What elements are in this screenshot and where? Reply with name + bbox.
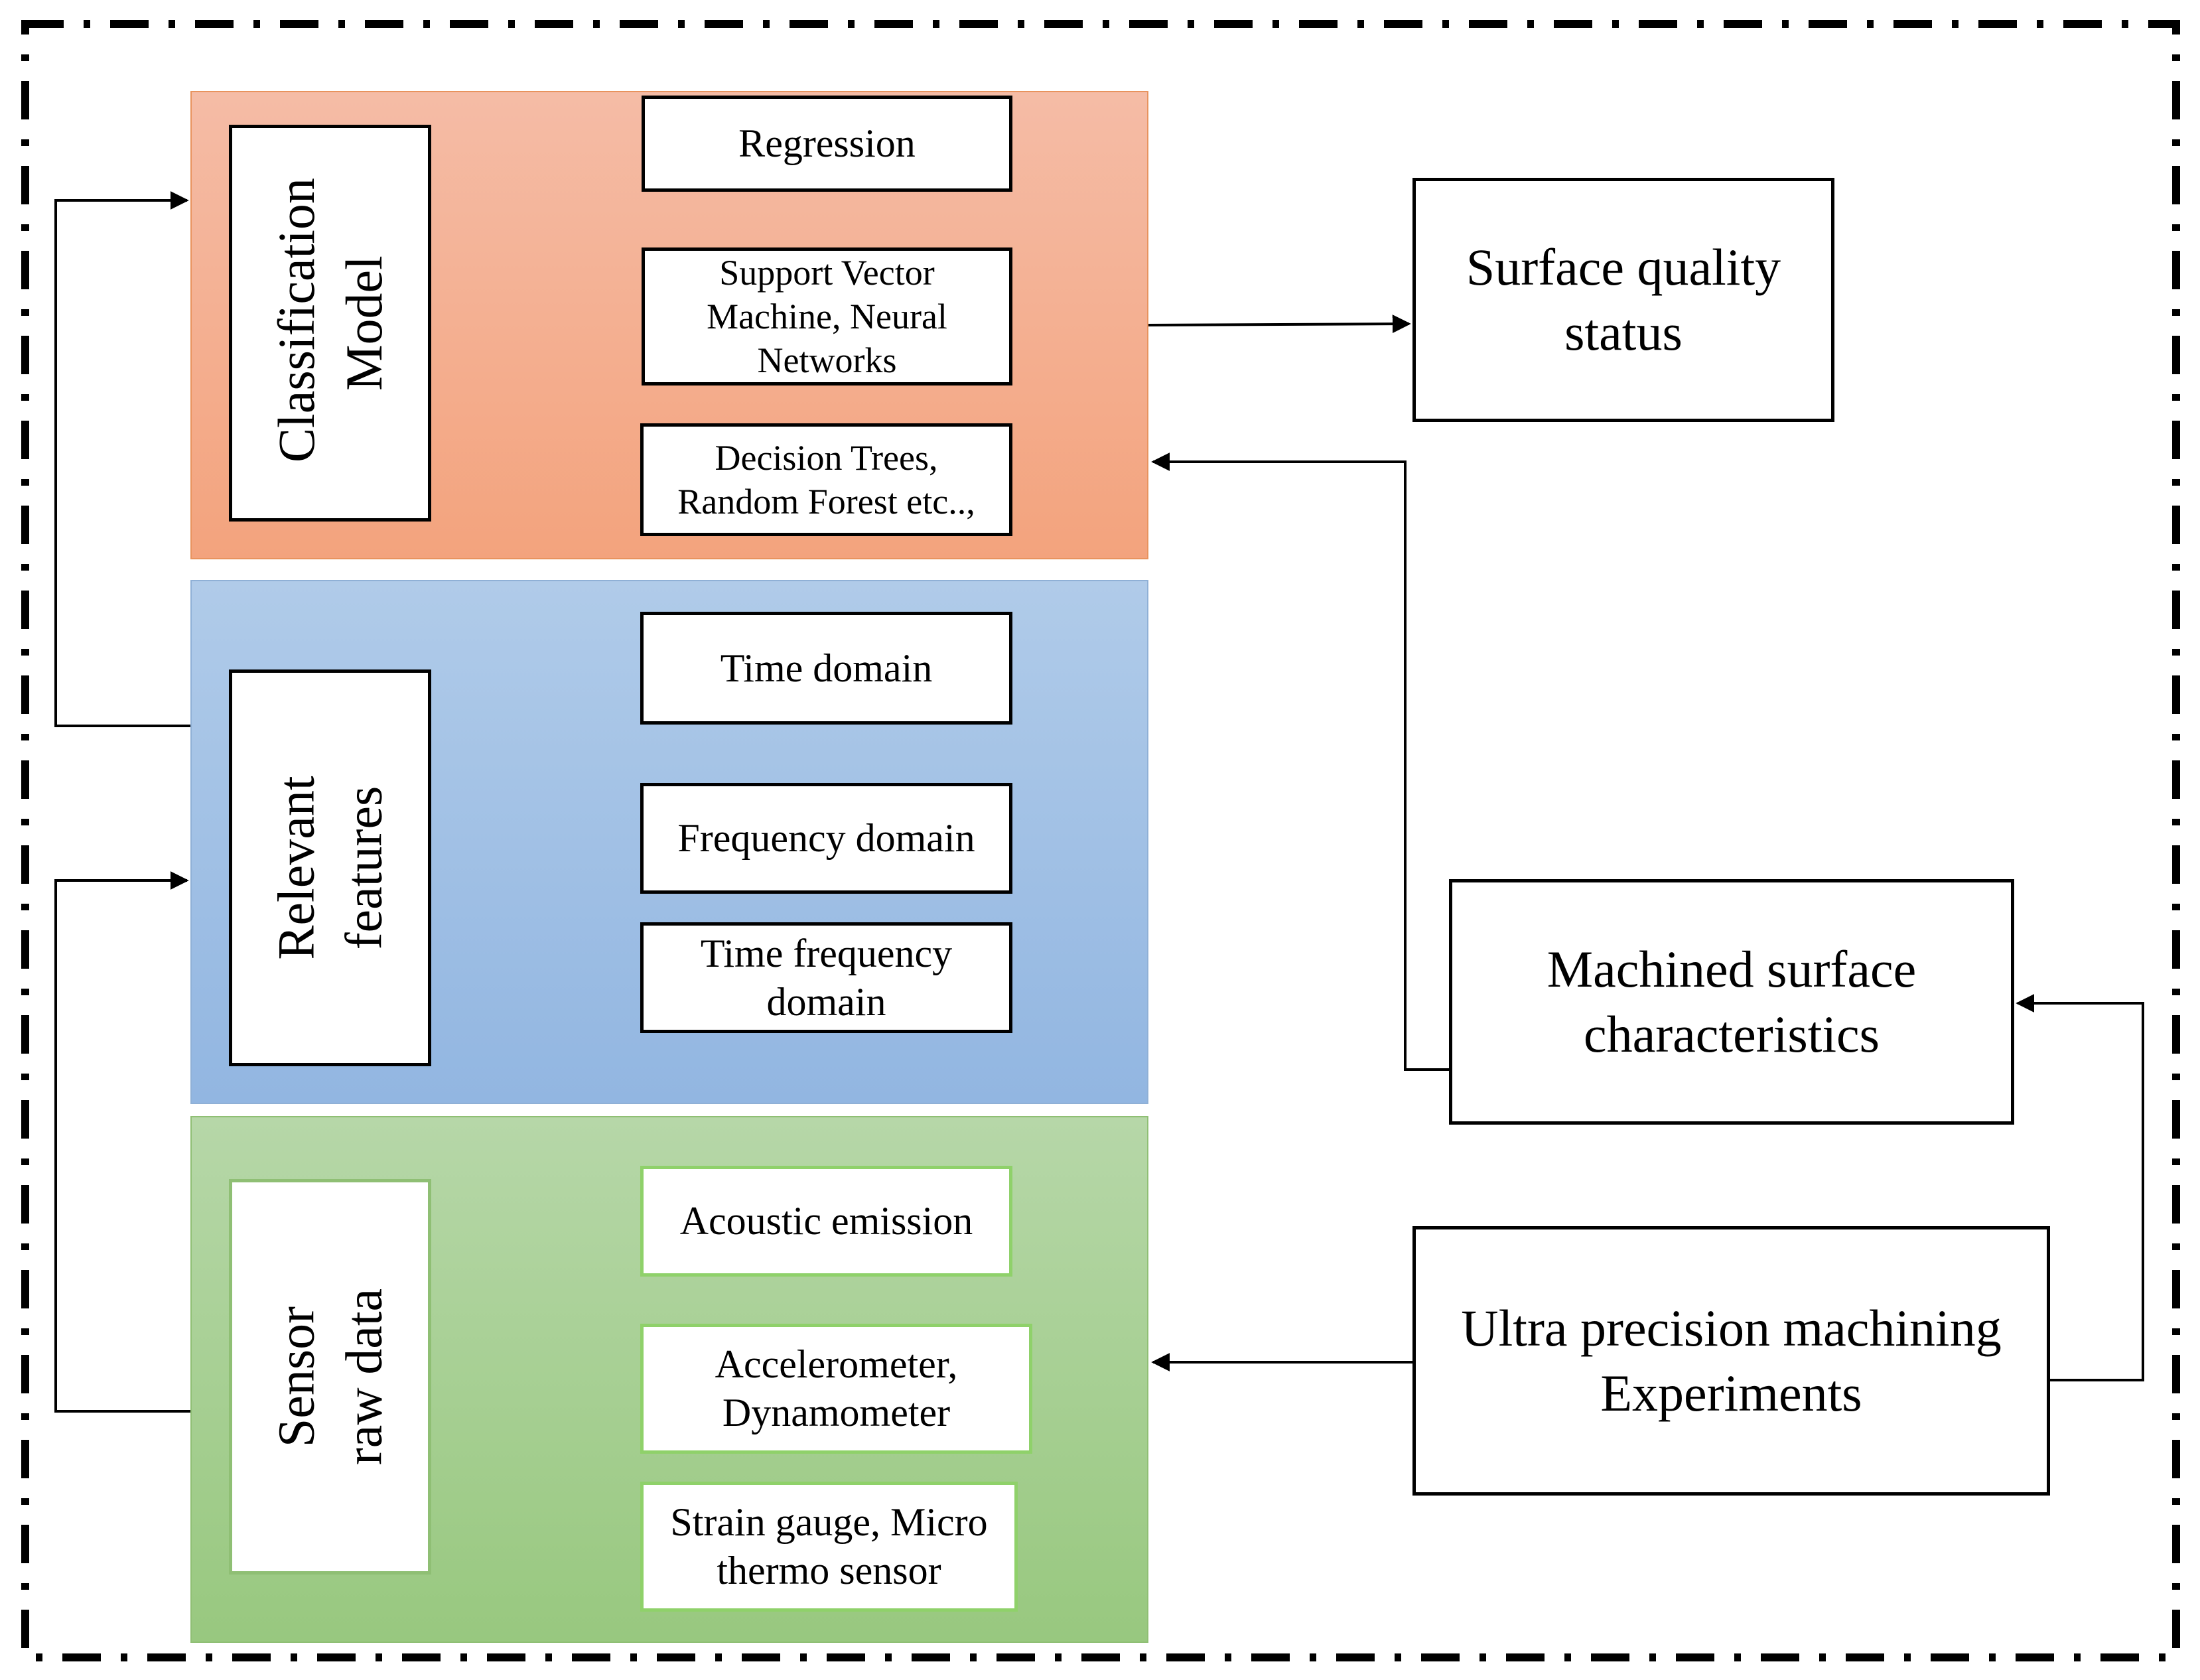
surface-quality-status-box: Surface quality status xyxy=(1412,178,1834,422)
acoustic-emission-box: Acoustic emission xyxy=(640,1166,1012,1277)
regression-label: Regression xyxy=(738,121,916,165)
arrow-machined-to-classification xyxy=(1151,453,1449,1071)
acoustic-emission-label: Acoustic emission xyxy=(679,1199,973,1243)
relevant-features-label-box: Relevant features xyxy=(229,669,431,1066)
strain-gauge-label: Strain gauge, Micro thermo sensor xyxy=(670,1500,988,1592)
accelerometer-dynamometer-label: Accelerometer, Dynamometer xyxy=(715,1342,958,1435)
sensor-raw-data-label-box: Sensor raw data xyxy=(229,1179,431,1575)
outer-dashed-border xyxy=(21,20,2180,1661)
decision-trees-box: Decision Trees, Random Forest etc.., xyxy=(640,423,1012,536)
classification-model-label-box: Classification Model xyxy=(229,125,431,522)
machined-surface-characteristics-label: Machined surface characteristics xyxy=(1547,940,1917,1063)
machined-surface-characteristics-box: Machined surface characteristics xyxy=(1449,879,2014,1125)
frequency-domain-label: Frequency domain xyxy=(677,816,975,860)
svm-neural-networks-label: Support Vector Machine, Neural Networks xyxy=(707,253,947,380)
arrow-classification-to-quality xyxy=(1148,315,1411,334)
ultra-precision-experiments-box: Ultra precision machining Experiments xyxy=(1412,1226,2050,1496)
regression-box: Regression xyxy=(642,96,1012,192)
time-domain-box: Time domain xyxy=(640,612,1012,725)
decision-trees-label: Decision Trees, Random Forest etc.., xyxy=(677,438,975,522)
strain-gauge-box: Strain gauge, Micro thermo sensor xyxy=(640,1482,1018,1612)
arrow-sensor-to-features xyxy=(54,871,190,1413)
time-frequency-domain-box: Time frequency domain xyxy=(640,922,1012,1033)
ultra-precision-experiments-label: Ultra precision machining Experiments xyxy=(1461,1299,2002,1422)
arrow-features-to-classification xyxy=(54,191,190,727)
time-domain-label: Time domain xyxy=(720,646,933,690)
accelerometer-dynamometer-box: Accelerometer, Dynamometer xyxy=(640,1324,1032,1454)
surface-quality-status-label: Surface quality status xyxy=(1466,238,1781,361)
time-frequency-domain-label: Time frequency domain xyxy=(700,931,953,1024)
svm-neural-networks-box: Support Vector Machine, Neural Networks xyxy=(642,247,1012,385)
frequency-domain-box: Frequency domain xyxy=(640,783,1012,894)
arrow-experiments-to-machined xyxy=(2016,994,2144,1381)
